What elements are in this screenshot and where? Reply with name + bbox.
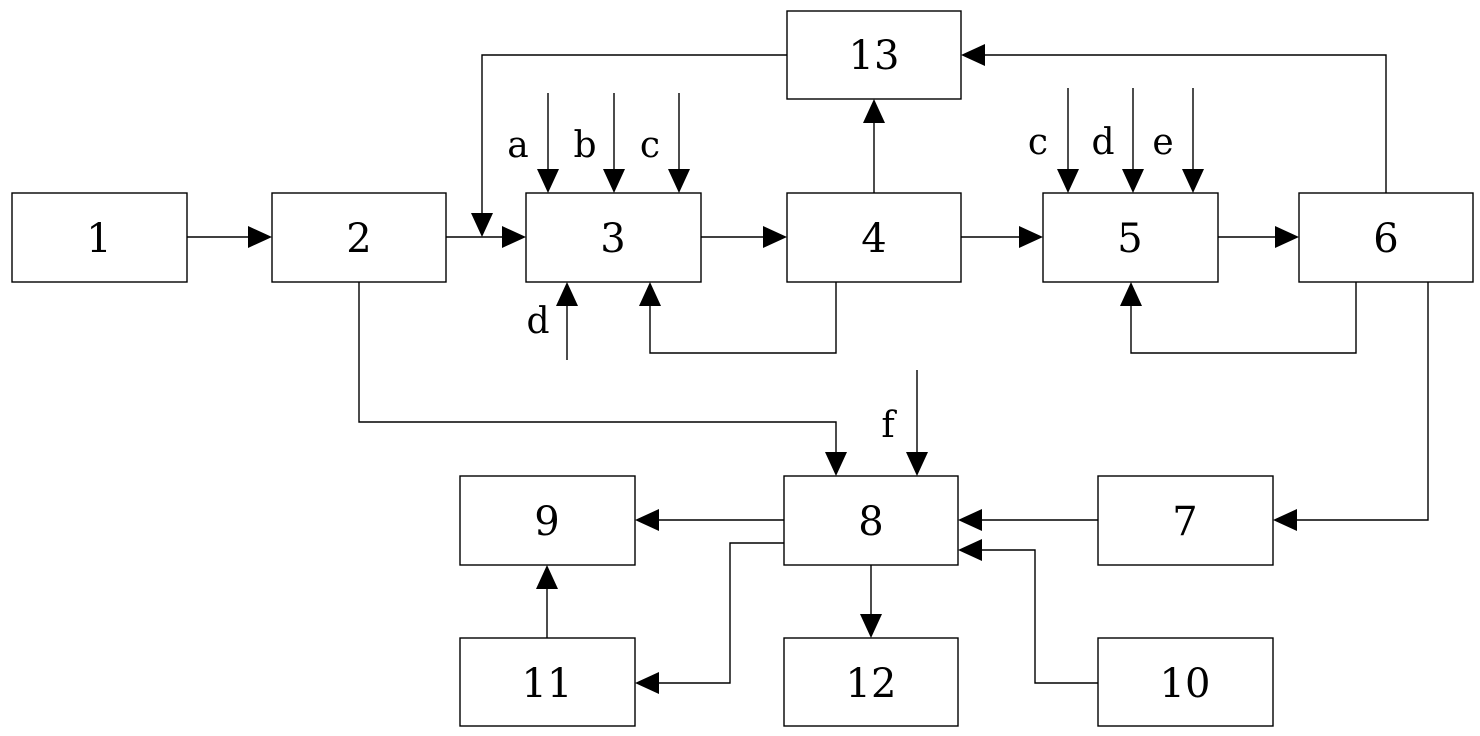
arrow-4-to-3-loop [639,282,837,354]
block-8: 8 [783,475,959,566]
arrow-4-to-13 [863,99,885,193]
arrow-1-to-2 [187,226,272,248]
arrow-2-to-8 [358,282,847,476]
block-13: 13 [786,10,962,100]
arrow-8-to-9 [635,509,784,531]
block-6: 6 [1298,192,1474,283]
block-1: 1 [11,192,188,283]
arrow-5-to-6 [1218,226,1299,248]
block-5-label: 5 [1117,216,1142,262]
arrow-6-to-13 [961,44,1387,193]
block-2: 2 [271,192,447,283]
arrow-7-to-8 [958,509,1098,531]
block-11: 11 [459,637,636,727]
block-12: 12 [783,637,959,727]
block-4-label: 4 [861,216,886,262]
block-5: 5 [1042,192,1219,283]
arrow-11-to-9 [536,565,558,638]
input-label-a: a [507,125,528,166]
input-e-to-5 [1182,88,1204,193]
input-label-f: f [881,405,897,446]
block-10-label: 10 [1160,661,1211,707]
block-10: 10 [1097,637,1274,727]
block-9-label: 9 [534,499,559,545]
input-label-c: c [640,125,660,166]
input-label-b: b [573,125,596,166]
input-d-to-5 [1122,88,1144,193]
block-7-label: 7 [1172,499,1197,545]
input-c-to-5 [1057,88,1079,193]
arrow-6-to-5-loop [1120,282,1357,354]
input-c-to-3 [668,93,690,193]
arrow-8-to-12 [860,565,882,638]
arrow-13-to-3-feedback [471,54,787,237]
block-3-label: 3 [600,216,625,262]
arrow-4-to-5 [961,226,1043,248]
block-12-label: 12 [846,661,897,707]
input-d-to-3 [556,282,578,360]
block-9: 9 [459,475,636,566]
block-13-label: 13 [849,33,900,79]
arrow-10-to-8 [958,539,1098,684]
block-6-label: 6 [1373,216,1398,262]
input-a-to-3 [537,93,559,193]
block-4: 4 [786,192,962,283]
input-f-to-8 [906,370,928,476]
arrow-8-to-11 [635,542,784,694]
block-2-label: 2 [346,216,371,262]
block-11-label: 11 [522,661,573,707]
arrow-6-to-7 [1273,282,1429,531]
input-b-to-3 [603,93,625,193]
input-label-e5: e [1152,122,1173,163]
input-label-c5: c [1028,122,1048,163]
block-1-label: 1 [86,216,111,262]
block-3: 3 [525,192,702,283]
block-7: 7 [1097,475,1274,566]
arrow-3-to-4 [701,226,787,248]
arrow-2-to-3 [446,226,526,248]
input-label-d-bottom: d [526,301,549,342]
input-label-d5: d [1091,122,1114,163]
block-8-label: 8 [858,499,883,545]
